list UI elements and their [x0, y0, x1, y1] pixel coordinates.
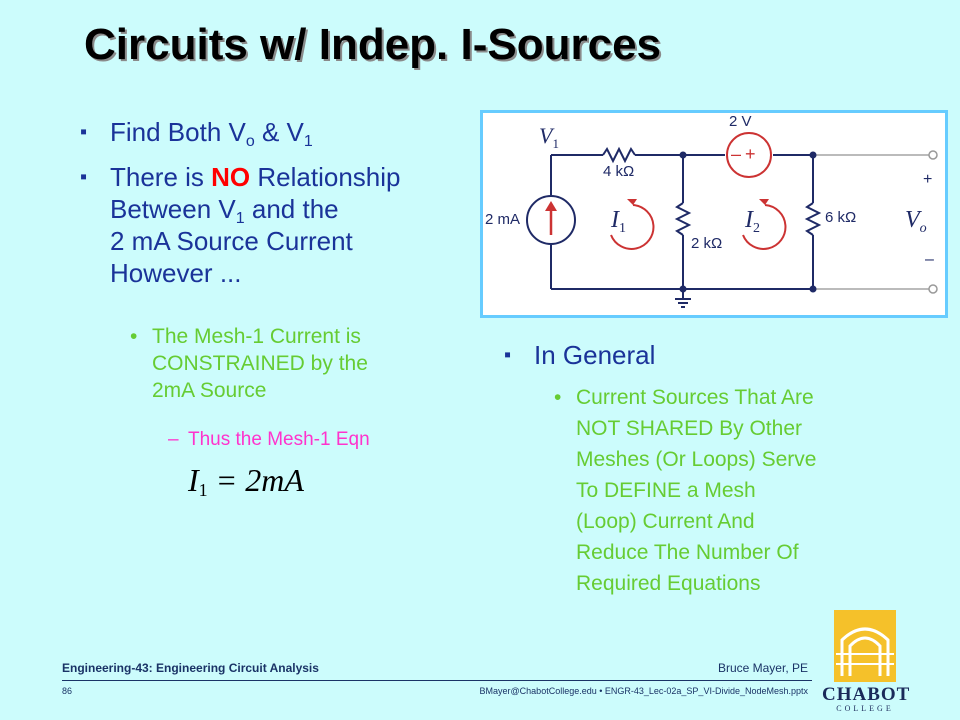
equation-rhs: = 2mA: [215, 462, 304, 498]
label-text: V: [539, 123, 553, 148]
bullet-text: In General: [534, 340, 656, 370]
dot-bullet-icon: •: [130, 325, 138, 348]
logo-subtitle: COLLEGE: [836, 704, 894, 713]
label-text: I: [611, 207, 619, 233]
sub-bullet-constrained: • The Mesh-1 Current is CONSTRAINED by t…: [130, 323, 368, 404]
label-2v: 2 V: [729, 113, 752, 130]
bullet-text: Between V: [110, 194, 236, 224]
label-4k: 4 kΩ: [603, 163, 635, 180]
sub-bullet-text: 2mA Source: [152, 379, 267, 402]
label-vo-minus: –: [925, 251, 934, 268]
mesh-equation: I1 = 2mA: [188, 462, 304, 499]
label-sub: o: [919, 221, 927, 236]
polarity-plus: +: [745, 144, 760, 164]
footer-course: Engineering-43: Engineering Circuit Anal…: [62, 661, 319, 675]
sub-bullet-line: Current Sources That Are: [576, 386, 814, 409]
sub-bullet-text: The Mesh-1 Current is: [152, 325, 361, 348]
bullet-text: and the: [244, 194, 339, 224]
bullet-in-general: ▪ In General: [504, 339, 656, 371]
subscript: 1: [303, 133, 313, 150]
label-sub: 1: [619, 221, 626, 236]
slide-title: Circuits w/ Indep. I-Sources: [84, 20, 662, 69]
label-sub: 1: [552, 136, 559, 151]
chabot-logo-icon: [834, 610, 896, 682]
bullet-text: 2 mA Source Current: [110, 226, 353, 256]
voltage-source-symbol: [726, 132, 772, 178]
footer-file: BMayer@ChabotCollege.edu • ENGR-43_Lec-0…: [479, 686, 808, 696]
label-2k: 2 kΩ: [691, 235, 723, 252]
polarity-minus: –: [731, 144, 746, 164]
sub-bullet-line: Required Equations: [576, 572, 761, 595]
label-vo: Vo: [905, 207, 927, 236]
bullet-find-both: ▪ Find Both Vo & V1: [80, 116, 313, 150]
bullet-text: Find Both V: [110, 117, 246, 147]
bullet-text: Relationship: [250, 162, 401, 192]
emphasis-no: NO: [211, 162, 251, 192]
label-text: I: [745, 207, 753, 233]
logo-name: CHABOT: [822, 684, 911, 705]
label-text: V: [905, 207, 920, 233]
footer-author: Bruce Mayer, PE: [717, 661, 808, 675]
sub-bullet-line: (Loop) Current And: [576, 510, 755, 533]
resistor-4k: [602, 146, 636, 164]
sub-bullet-general-rule: • Current Sources That Are NOT SHARED By…: [554, 382, 896, 599]
dash-bullet-icon: –: [168, 429, 179, 450]
equation-var: I: [188, 462, 199, 498]
label-i1: I1: [611, 207, 626, 236]
equation-subscript: 1: [198, 480, 208, 500]
bullet-text: However ...: [110, 258, 242, 288]
sub-bullet-line: To DEFINE a Mesh: [576, 479, 756, 502]
subscript: 1: [235, 210, 245, 227]
sub-sub-bullet-text: Thus the Mesh-1 Eqn: [188, 429, 370, 450]
label-i2: I2: [745, 207, 760, 236]
sub-bullet-line: Reduce The Number Of: [576, 541, 799, 564]
bullet-no-relationship: ▪ There is NO Relationship Between V1 an…: [80, 161, 480, 289]
sub-bullet-text: CONSTRAINED by the: [152, 352, 368, 375]
sub-bullet-line: NOT SHARED By Other: [576, 417, 802, 440]
label-v1: V1: [539, 123, 559, 151]
dot-bullet-icon: •: [554, 386, 562, 409]
square-bullet-icon: ▪: [80, 166, 88, 188]
footer-divider: [62, 680, 812, 681]
sub-bullet-line: Meshes (Or Loops) Serve: [576, 448, 817, 471]
label-2ma: 2 mA: [485, 211, 521, 228]
label-sub: 2: [753, 221, 760, 236]
label-6k: 6 kΩ: [825, 209, 857, 226]
circuit-schematic: [526, 132, 938, 308]
sub-sub-bullet-mesh-eqn: – Thus the Mesh-1 Eqn: [168, 428, 370, 452]
circuit-diagram: V1 2 V –+ 4 kΩ 2 mA 2 kΩ 6 kΩ I1 I2 + Vo…: [480, 110, 948, 318]
square-bullet-icon: ▪: [504, 344, 512, 366]
bullet-text: & V: [254, 117, 304, 147]
bullet-text: There is: [110, 162, 212, 192]
subscript: o: [245, 133, 255, 150]
label-vo-plus: +: [923, 171, 933, 188]
voltage-polarity: –+: [731, 144, 760, 165]
square-bullet-icon: ▪: [80, 121, 88, 143]
page-number: 86: [62, 686, 73, 696]
